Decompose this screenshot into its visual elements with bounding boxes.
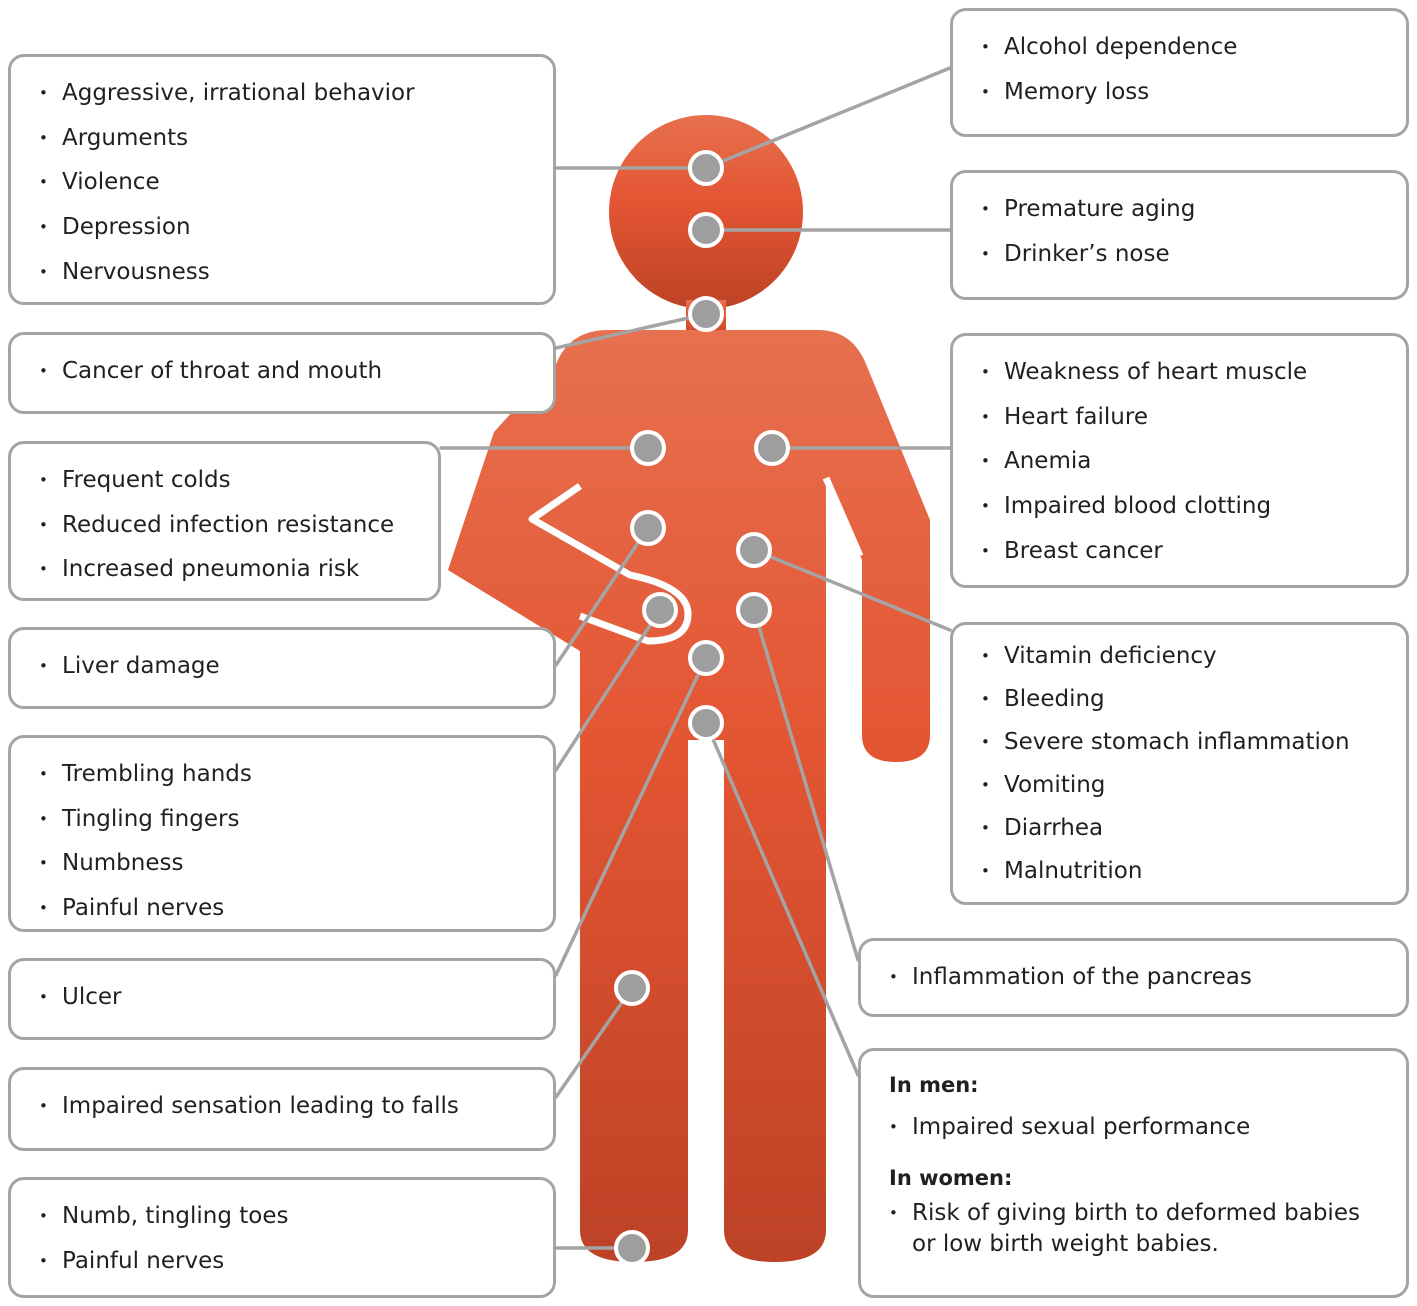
effects-list: Premature aging Drinker’s nose <box>981 187 1388 276</box>
effect-item: Vomiting <box>981 764 1388 807</box>
marker-face <box>688 212 724 248</box>
marker-legs <box>614 970 650 1006</box>
box-brain-dependence: Alcohol dependence Memory loss <box>950 8 1409 137</box>
marker-stomach <box>736 532 772 568</box>
marker-ulcer <box>688 640 724 676</box>
effects-list: Aggressive, irrational behavior Argument… <box>39 71 535 295</box>
box-nerves-hands: Trembling hands Tingling fingers Numbnes… <box>8 735 556 932</box>
effect-item: Reduced infection resistance <box>39 503 420 548</box>
marker-liver <box>630 510 666 546</box>
effects-list: Numb, tingling toes Painful nerves <box>39 1194 535 1283</box>
effect-item: Breast cancer <box>981 529 1388 574</box>
effect-item: Arguments <box>39 116 535 161</box>
marker-heart <box>754 430 790 466</box>
effect-item: Numbness <box>39 841 535 886</box>
marker-nerves <box>642 592 678 628</box>
effect-item: Premature aging <box>981 187 1388 232</box>
effect-item: Malnutrition <box>981 850 1388 893</box>
effect-item: Risk of giving birth to deformed babies … <box>889 1198 1388 1260</box>
effect-item: Painful nerves <box>39 886 535 931</box>
box-stomach: Vitamin deficiency Bleeding Severe stoma… <box>950 622 1409 905</box>
effects-list: Risk of giving birth to deformed babies … <box>889 1198 1388 1260</box>
marker-dots <box>614 150 790 1266</box>
effects-list: Ulcer <box>39 975 535 1020</box>
effects-list: Impaired sensation leading to falls <box>39 1084 535 1129</box>
effects-list: Cancer of throat and mouth <box>39 349 535 394</box>
effects-list: Impaired sexual performance <box>889 1105 1388 1150</box>
connector-liver <box>554 526 650 667</box>
effects-list: Alcohol dependence Memory loss <box>981 25 1388 114</box>
connector-reproductive <box>704 721 860 1077</box>
connector-nerves-hands <box>554 608 662 772</box>
box-ulcer: Ulcer <box>8 958 556 1040</box>
effect-item: Aggressive, irrational behavior <box>39 71 535 116</box>
effect-item: Drinker’s nose <box>981 232 1388 277</box>
box-heart-blood: Weakness of heart muscle Heart failure A… <box>950 333 1409 588</box>
arm-cutout <box>528 476 864 645</box>
box-reproductive: In men: Impaired sexual performance In w… <box>858 1048 1409 1298</box>
effect-item: Frequent colds <box>39 458 420 503</box>
effect-item: Trembling hands <box>39 752 535 797</box>
effect-item: Bleeding <box>981 678 1388 721</box>
effect-item: Heart failure <box>981 395 1388 440</box>
effect-item: Increased pneumonia risk <box>39 547 420 592</box>
marker-brain <box>688 150 724 186</box>
effect-item: Painful nerves <box>39 1239 535 1284</box>
box-face: Premature aging Drinker’s nose <box>950 170 1409 300</box>
box-lungs: Frequent colds Reduced infection resista… <box>8 441 441 601</box>
effect-item: Memory loss <box>981 70 1388 115</box>
effect-item: Diarrhea <box>981 807 1388 850</box>
box-throat: Cancer of throat and mouth <box>8 332 556 414</box>
effect-item: Depression <box>39 205 535 250</box>
box-liver: Liver damage <box>8 627 556 709</box>
connector-legs <box>554 986 634 1099</box>
marker-pancreas <box>736 592 772 628</box>
connector-pancreas <box>752 608 860 962</box>
connector-stomach <box>752 548 952 632</box>
effect-item: Numb, tingling toes <box>39 1194 535 1239</box>
effects-list: Vitamin deficiency Bleeding Severe stoma… <box>981 635 1388 893</box>
connector-ulcer <box>554 656 708 977</box>
effect-item: Inflammation of the pancreas <box>889 955 1388 1000</box>
box-feet: Numb, tingling toes Painful nerves <box>8 1177 556 1298</box>
marker-reproductive <box>688 705 724 741</box>
connector-throat <box>554 312 708 350</box>
effects-list: Frequent colds Reduced infection resista… <box>39 458 420 592</box>
box-pancreas: Inflammation of the pancreas <box>858 938 1409 1017</box>
effect-item: Severe stomach inflammation <box>981 721 1388 764</box>
effects-list: Weakness of heart muscle Heart failure A… <box>981 350 1388 574</box>
men-heading: In men: <box>889 1073 979 1097</box>
marker-lungs <box>630 430 666 466</box>
effect-item: Liver damage <box>39 644 535 689</box>
marker-throat <box>688 296 724 332</box>
effect-item: Nervousness <box>39 250 535 295</box>
effect-item: Impaired sexual performance <box>889 1105 1388 1150</box>
effect-item: Impaired blood clotting <box>981 484 1388 529</box>
effect-item: Vitamin deficiency <box>981 635 1388 678</box>
effect-item: Ulcer <box>39 975 535 1020</box>
effect-item: Violence <box>39 160 535 205</box>
connector-lines <box>439 66 952 1250</box>
box-brain-behavior: Aggressive, irrational behavior Argument… <box>8 54 556 305</box>
effect-item: Tingling fingers <box>39 797 535 842</box>
effect-item: Impaired sensation leading to falls <box>39 1084 535 1129</box>
effects-list: Liver damage <box>39 644 535 689</box>
effects-list: Trembling hands Tingling fingers Numbnes… <box>39 752 535 931</box>
marker-feet <box>614 1230 650 1266</box>
effect-item: Cancer of throat and mouth <box>39 349 535 394</box>
box-legs: Impaired sensation leading to falls <box>8 1067 556 1151</box>
women-heading: In women: <box>889 1165 1013 1190</box>
effect-item: Weakness of heart muscle <box>981 350 1388 395</box>
connector-brain-dependence <box>704 66 952 170</box>
effects-list: Inflammation of the pancreas <box>889 955 1388 1000</box>
effect-item: Alcohol dependence <box>981 25 1388 70</box>
effect-item: Anemia <box>981 439 1388 484</box>
